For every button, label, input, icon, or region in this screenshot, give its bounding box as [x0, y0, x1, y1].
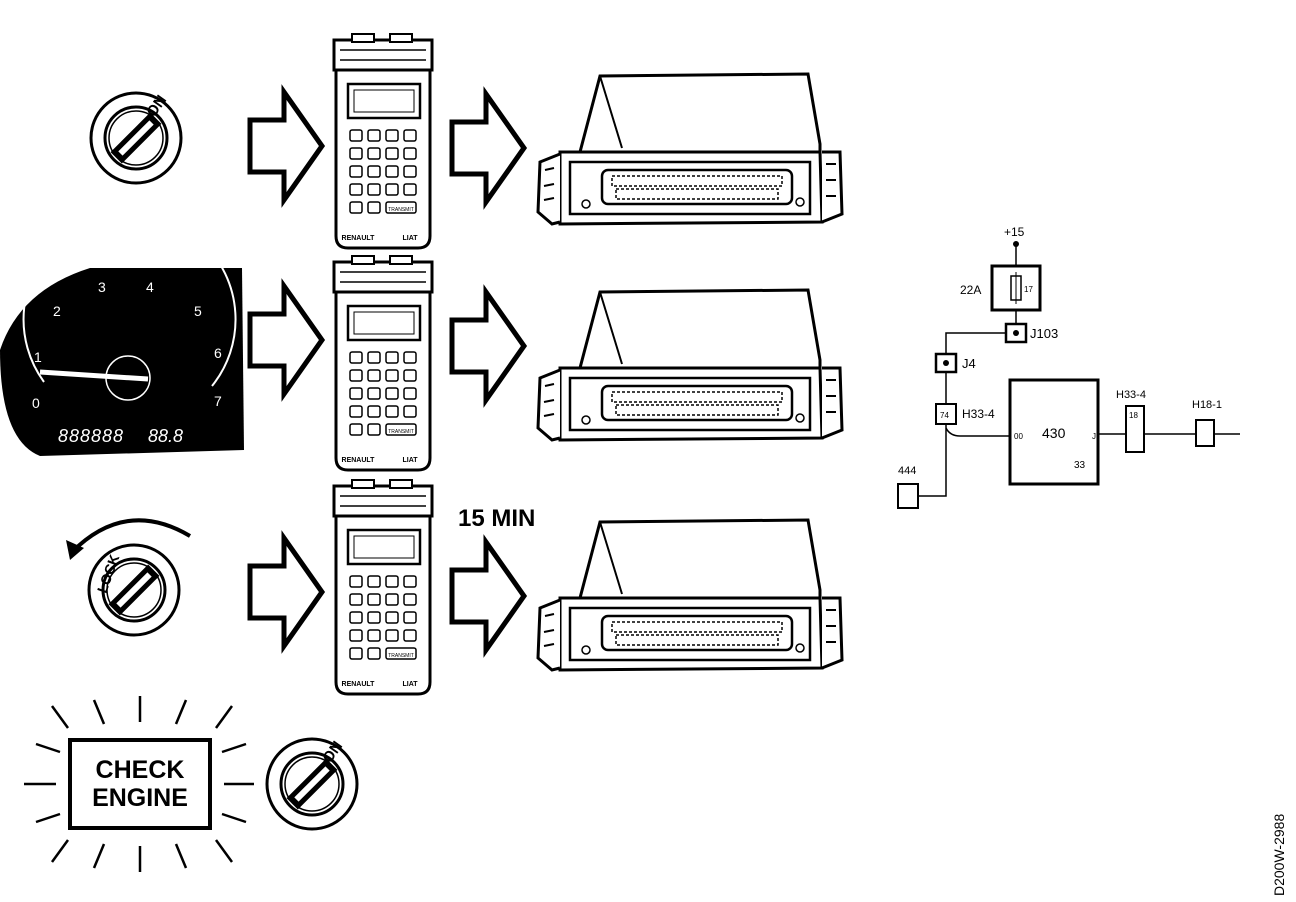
ecu-pin-left: 00 — [1014, 432, 1023, 441]
diagnostic-tester: TRANSMIT RENAULT LIAT — [332, 254, 434, 472]
supply-label: +15 — [1004, 225, 1025, 239]
connector-h33-4-right-label: H33-4 — [1116, 389, 1146, 401]
diagnostic-tester: TRANSMIT RENAULT LIAT — [332, 478, 434, 696]
connector-h18-1-label: H18-1 — [1192, 399, 1222, 411]
fuse-pin-label: 17 — [1024, 285, 1033, 294]
ignition-key-lock-icon: LOCK — [87, 543, 181, 637]
turn-arrow-icon — [70, 518, 192, 554]
tester-model-label: LIAT — [402, 681, 418, 688]
ignition-key-on-icon: ON — [89, 91, 183, 185]
component-444-label: 444 — [898, 465, 916, 477]
turn-arrowhead — [66, 540, 84, 560]
ecu-pin-right: J — [1092, 432, 1096, 441]
figure-code: D200W-2988 — [1271, 814, 1287, 896]
tach-tick-3: 3 — [98, 279, 106, 295]
tester-brand-label: RENAULT — [342, 457, 376, 464]
wiring-diagram: +15 17 22A J103 J4 74 H33-4 444 430 00 J… — [897, 225, 1240, 509]
diagnostic-tester: TRANSMIT RENAULT LIAT — [332, 32, 434, 250]
wait-time-label: 15 MIN — [458, 505, 535, 532]
ecu-unit — [536, 72, 844, 226]
tach-tick-6: 6 — [214, 345, 222, 361]
check-engine-line1: CHECK — [96, 756, 185, 784]
ignition-key-on-icon: ON — [265, 737, 359, 831]
ecu-id-label: 430 — [1042, 425, 1066, 441]
tester-enter-key-label: TRANSMIT — [388, 653, 414, 659]
tach-tick-4: 4 — [146, 279, 154, 295]
connector-j4-label: J4 — [962, 356, 976, 371]
connector-h33-4-left-label: H33-4 — [962, 407, 995, 421]
tach-tick-0: 0 — [32, 395, 40, 411]
check-engine-line2: ENGINE — [92, 784, 188, 812]
tachometer-gauge: 0 1 2 3 4 5 6 7 888888 88.8 — [0, 212, 244, 456]
connector-j103-label: J103 — [1030, 326, 1058, 341]
check-engine-lamp: CHECK ENGINE — [24, 696, 254, 872]
tach-tick-2: 2 — [53, 303, 61, 319]
h33-4-left-pin: 74 — [940, 411, 949, 420]
tachometer-needle — [39, 369, 149, 382]
ecu-unit — [536, 518, 844, 672]
arrow-right-icon — [250, 92, 322, 200]
arrow-right-icon — [250, 538, 322, 646]
lamp-rays-icon — [24, 696, 254, 872]
tester-enter-key-label: TRANSMIT — [388, 429, 414, 435]
odometer-readout: 888888 — [58, 426, 124, 446]
h33-4-right-pin: 18 — [1129, 411, 1138, 420]
ecu-unit — [536, 288, 844, 442]
arrow-right-icon — [250, 286, 322, 394]
arrow-right-icon — [452, 94, 524, 202]
tester-model-label: LIAT — [402, 457, 418, 464]
tester-brand-label: RENAULT — [342, 681, 376, 688]
tach-tick-5: 5 — [194, 303, 202, 319]
arrow-right-icon — [452, 292, 524, 400]
tach-tick-1: 1 — [34, 349, 42, 365]
tester-model-label: LIAT — [402, 235, 418, 242]
tester-brand-label: RENAULT — [342, 235, 376, 242]
trip-readout: 88.8 — [148, 426, 183, 446]
ecu-ground-pin: 33 — [1074, 460, 1086, 471]
fuse-label: 22A — [960, 283, 981, 297]
tach-tick-7: 7 — [214, 393, 222, 409]
tester-enter-key-label: TRANSMIT — [388, 207, 414, 213]
arrow-right-icon — [452, 542, 524, 650]
